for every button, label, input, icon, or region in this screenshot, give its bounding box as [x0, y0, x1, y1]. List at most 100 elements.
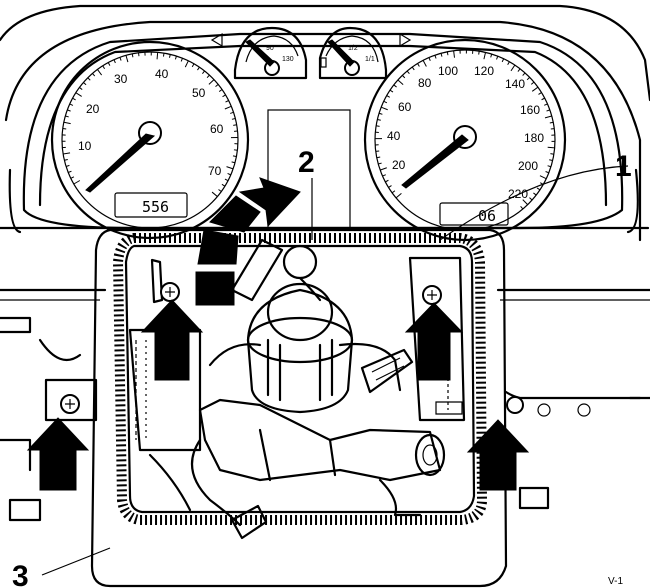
speedometer-label: 30 [114, 72, 128, 86]
turn-left-icon [210, 32, 223, 48]
gauge-tick [174, 55, 177, 60]
speedometer-ticks [62, 52, 238, 197]
gauge-tick [218, 89, 223, 92]
gauge-tick [184, 60, 189, 68]
arrow-up-switch-right [404, 302, 464, 381]
gauge-tick [102, 65, 106, 70]
gauge-tick [208, 79, 215, 85]
gauge-tick [231, 161, 236, 164]
speedometer-label: 20 [86, 102, 100, 116]
gauge-tick [211, 191, 218, 197]
gauge-tick [428, 57, 431, 61]
gauge-tick [226, 166, 234, 170]
gauge-tick [63, 152, 71, 155]
gauge-tick [75, 92, 82, 97]
gauge-tick [478, 51, 480, 55]
fuel-pump-icon [320, 57, 327, 68]
gauge-tick [422, 60, 427, 67]
gauge-tick [411, 66, 415, 71]
gauge-tick [483, 52, 487, 60]
speedometer: 10 20 30 40 50 60 70 556 [50, 40, 250, 240]
gauge-tick [87, 77, 91, 81]
gauge-tick [440, 53, 443, 57]
gauge-tick [65, 115, 69, 118]
gauge-tick [382, 174, 386, 177]
gauge-tick [536, 187, 541, 191]
gauge-tick [376, 125, 380, 127]
gauge-tick [402, 75, 406, 79]
tachometer-label: 80 [418, 76, 432, 90]
gauge-tick [549, 159, 553, 162]
temp-needle [245, 39, 275, 67]
column-lever [230, 238, 284, 302]
gauge-tick [501, 58, 505, 63]
gauge-tick [131, 53, 134, 58]
gauge-tick [221, 183, 226, 187]
center-display [267, 109, 351, 229]
gauge-tick [544, 115, 552, 119]
gauge-tick [225, 100, 229, 103]
gauge-tick [417, 63, 420, 67]
gauge-tick [388, 185, 392, 188]
reference-code: V-1 [608, 576, 623, 587]
gauge-tick [538, 92, 542, 95]
arrow-up-switch-left [140, 299, 204, 381]
gauge-tick [545, 171, 549, 174]
gauge-tick [73, 180, 81, 185]
gauge-tick [376, 156, 381, 159]
gauge-tick [206, 74, 210, 79]
gauge-tick [381, 106, 388, 111]
gauge-tick [119, 57, 122, 61]
screw-head [506, 396, 524, 414]
gauge-tick [162, 53, 165, 57]
gauge-tick [68, 170, 72, 173]
tachometer-label: 100 [438, 64, 458, 78]
gauge-tick [227, 173, 232, 176]
gauge-tick [156, 52, 159, 60]
gauge-tick [169, 54, 171, 58]
speedometer-label: 50 [192, 86, 206, 100]
gauge-tick [517, 68, 521, 72]
gauge-tick [529, 197, 533, 201]
gauge-tick [65, 164, 70, 167]
speedometer-label: 40 [155, 67, 169, 81]
gauge-tick [377, 118, 381, 121]
temp-gauge-max: 130 [282, 56, 294, 63]
steering-column [148, 238, 446, 540]
gauge-tick [231, 117, 236, 120]
temperature-gauge: 90 130 [233, 26, 308, 80]
gauge-tick [107, 62, 111, 66]
gauge-tick [191, 63, 195, 68]
switch-connector [360, 348, 414, 394]
gauge-tick [202, 70, 205, 75]
speedometer-label: 60 [210, 122, 224, 136]
gauge-tick [70, 176, 75, 179]
gauge-tick [113, 59, 116, 64]
gauge-tick [434, 55, 437, 59]
callout-2: 2 [298, 146, 315, 179]
gauge-tick [222, 94, 226, 98]
gauge-tick [539, 175, 547, 180]
tachometer-label: 40 [387, 129, 401, 143]
gauge-tick [391, 190, 396, 194]
gauge-tick [232, 155, 237, 158]
gauge-tick [526, 77, 530, 81]
arrow-up-left [26, 417, 90, 491]
speedometer-label: 10 [78, 139, 92, 153]
gauge-tick [378, 162, 382, 165]
gauge-tick [446, 51, 449, 56]
tachometer: 20 40 60 80 100 120 140 160 180 200 220 … [363, 38, 567, 242]
gauge-tick [233, 124, 237, 126]
trip-display [439, 202, 509, 226]
gauge-tick [224, 178, 229, 182]
gauge-tick [378, 112, 383, 115]
gauge-tick [395, 192, 402, 199]
gauge-tick [67, 109, 71, 112]
dashboard-shell [0, 4, 650, 301]
wire-plug [230, 504, 268, 540]
gauge-tick [507, 61, 510, 65]
gauge-tick [224, 105, 232, 110]
gauge-tick [125, 55, 129, 63]
gauge-tick [197, 66, 200, 71]
